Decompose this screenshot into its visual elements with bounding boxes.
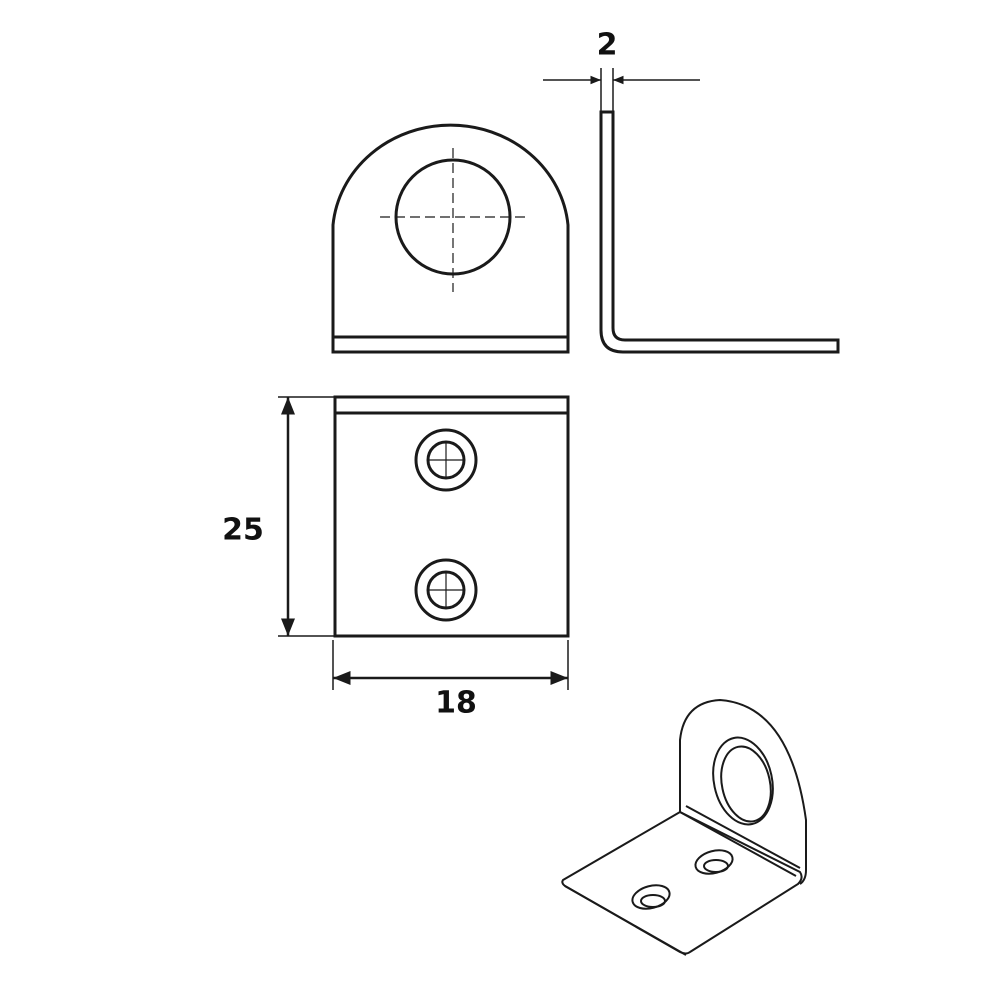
plan-view	[278, 395, 570, 690]
center-lines	[380, 148, 525, 292]
thickness-dimension-label: 2	[596, 27, 618, 63]
screw-hole-bottom	[414, 558, 478, 622]
side-view	[543, 68, 840, 354]
width-dimension-label: 18	[435, 685, 477, 721]
screw-hole-top	[414, 428, 478, 492]
front-view	[331, 123, 570, 354]
isometric-view	[561, 698, 807, 956]
height-dimension-label: 25	[222, 512, 264, 548]
